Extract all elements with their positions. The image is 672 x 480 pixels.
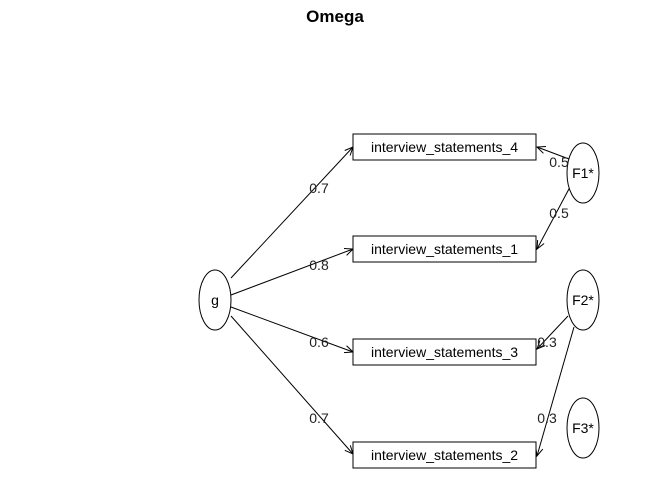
g-is3-loading-label: 0.6 xyxy=(309,334,329,350)
f1-is4-loading-label: 0.5 xyxy=(549,154,569,170)
g-to-is4-edge xyxy=(230,146,354,279)
indicator-label: interview_statements_3 xyxy=(371,344,518,360)
loading-labels-layer: 0.7 0.8 0.6 0.7 0.5 0.5 0.3 0.3 xyxy=(309,154,569,426)
indicator-box-is4: interview_statements_4 xyxy=(352,133,537,161)
f2-is3-loading-label: 0.3 xyxy=(537,334,557,350)
g-is4-loading-label: 0.7 xyxy=(309,180,329,196)
group-factor-label: F3* xyxy=(572,420,594,436)
indicator-box-is2: interview_statements_2 xyxy=(352,441,537,469)
f2-is2-loading-label: 0.3 xyxy=(537,410,557,426)
edges-layer xyxy=(230,145,575,458)
general-factor-label: g xyxy=(211,292,219,308)
group-factor-label: F2* xyxy=(572,292,594,308)
f1-to-is4-edge xyxy=(535,145,570,160)
indicator-label: interview_statements_1 xyxy=(371,241,518,257)
diagram-title: Omega xyxy=(306,7,364,26)
group-factor-node-f2: F2* xyxy=(566,269,600,331)
group-factor-node-f3: F3* xyxy=(566,397,600,459)
group-factor-label: F1* xyxy=(572,165,594,181)
g-to-is3-edge xyxy=(230,306,355,354)
g-is1-loading-label: 0.8 xyxy=(309,257,329,273)
g-is2-loading-label: 0.7 xyxy=(309,410,329,426)
indicator-label: interview_statements_4 xyxy=(371,139,518,155)
g-to-is2-edge xyxy=(230,315,354,455)
g-to-is1-edge xyxy=(230,247,355,296)
group-factor-node-f1: F1* xyxy=(566,142,600,204)
general-factor-node: g xyxy=(198,269,232,331)
f2-to-is3-edge xyxy=(536,315,569,350)
indicator-label: interview_statements_2 xyxy=(371,447,518,463)
f1-is1-loading-label: 0.5 xyxy=(549,205,569,221)
indicator-box-is1: interview_statements_1 xyxy=(352,235,537,263)
nodes-layer: interview_statements_4 interview_statemen… xyxy=(198,133,600,469)
indicator-box-is3: interview_statements_3 xyxy=(352,338,537,366)
f1-to-is1-edge xyxy=(536,186,571,251)
